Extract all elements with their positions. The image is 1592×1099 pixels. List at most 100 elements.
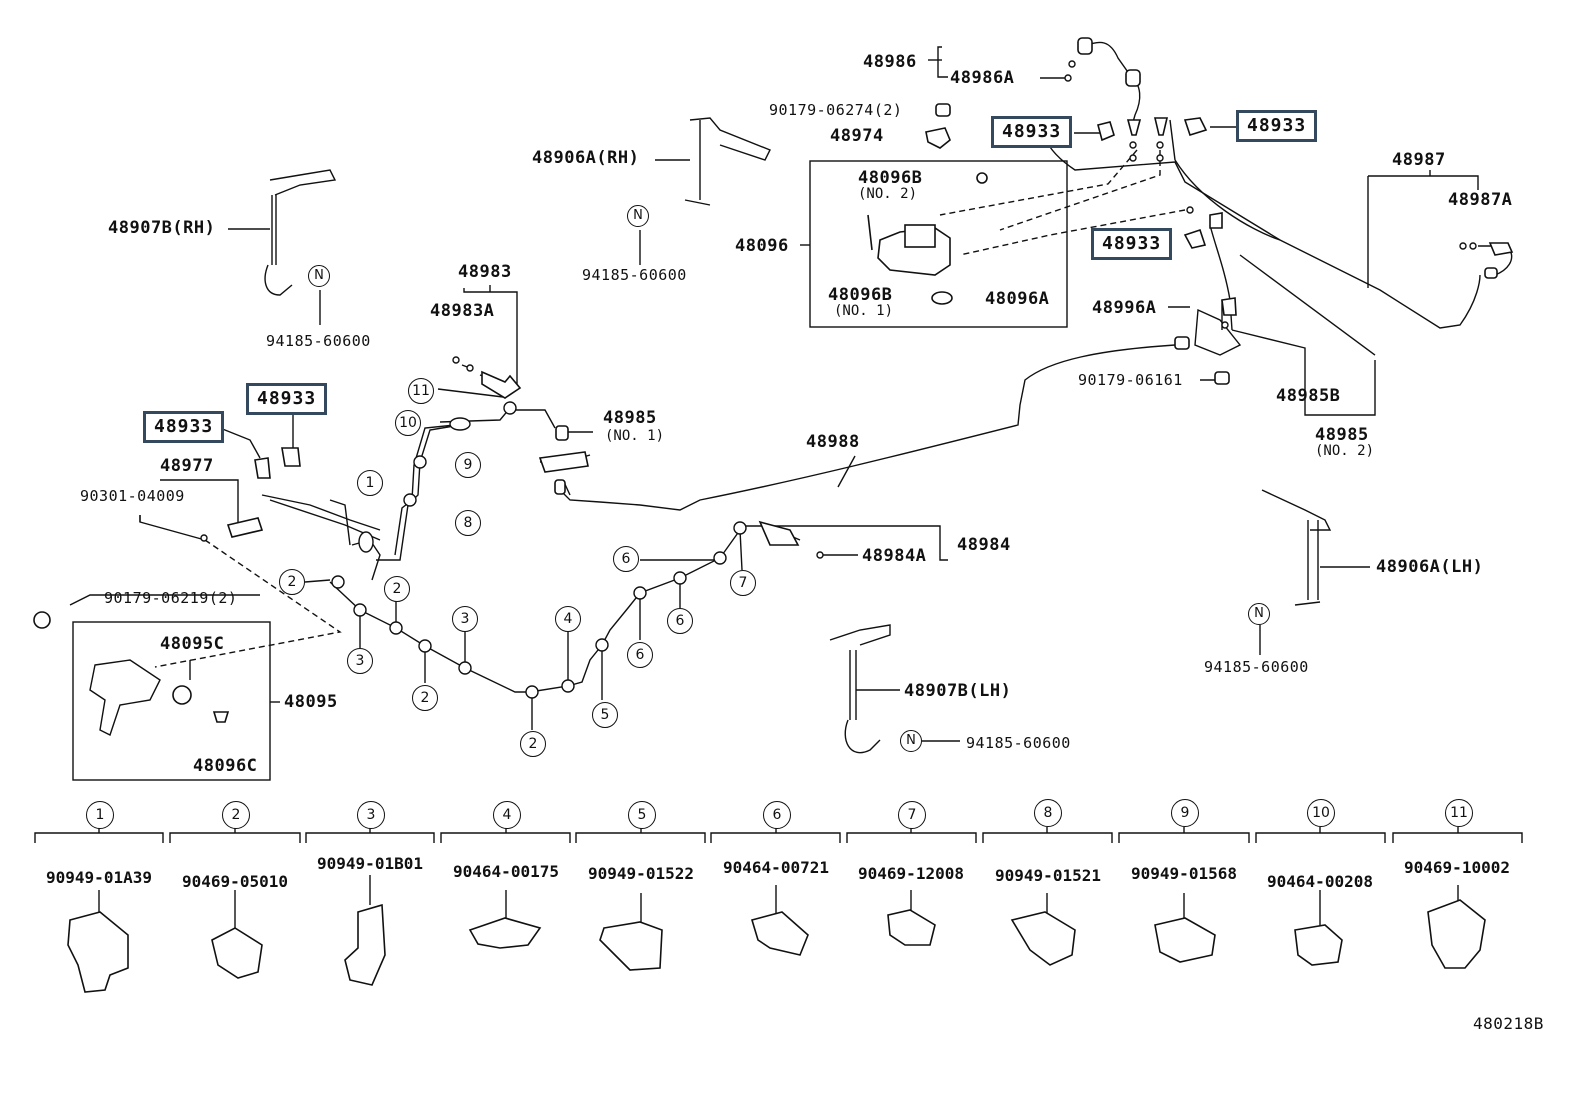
label-48983a: 48983A [430, 301, 495, 321]
label-90301-04009: 90301-04009 [80, 487, 185, 505]
callout-6-a: 6 [613, 546, 639, 572]
label-no2-b: (NO. 2) [1315, 443, 1375, 459]
label-48987: 48987 [1392, 150, 1446, 170]
clip-part-7: 90469-12008 [858, 864, 964, 883]
clip-part-5: 90949-01522 [588, 864, 694, 883]
n-mark-lh-a: N [1248, 603, 1270, 625]
callout-5: 5 [592, 702, 618, 728]
clip-icon-2 [211, 927, 263, 979]
clip-part-1: 90949-01A39 [46, 868, 152, 887]
label-48096b-no1: 48096B [828, 285, 893, 305]
callout-3-b: 3 [452, 606, 478, 632]
callout-2-a: 2 [279, 569, 305, 595]
clip-icon-10 [1294, 924, 1343, 966]
highlight-48933-a[interactable]: 48933 [991, 116, 1073, 148]
clip-key-3: 3 [357, 801, 385, 829]
clip-part-8: 90949-01521 [995, 866, 1101, 885]
callout-9: 9 [455, 452, 481, 478]
diagram-code: 480218B [1473, 1014, 1544, 1033]
clip-key-6: 6 [763, 801, 791, 829]
n-mark-lh-b: N [900, 730, 922, 752]
clip-key-5: 5 [628, 801, 656, 829]
callout-7: 7 [730, 570, 756, 596]
label-48095: 48095 [284, 692, 338, 712]
clip-key-4: 4 [493, 801, 521, 829]
callout-8: 8 [455, 510, 481, 536]
clip-part-2: 90469-05010 [182, 872, 288, 891]
label-94185-lh-b: 94185-60600 [966, 734, 1071, 752]
callout-4: 4 [555, 606, 581, 632]
clip-key-8: 8 [1034, 799, 1062, 827]
label-48096a: 48096A [985, 289, 1050, 309]
clip-icon-8 [1010, 911, 1076, 966]
clip-icon-7 [887, 909, 936, 946]
clip-part-3: 90949-01B01 [317, 854, 423, 873]
label-no1-a: (NO. 1) [834, 303, 894, 319]
clip-key-2: 2 [222, 801, 250, 829]
label-48984: 48984 [957, 535, 1011, 555]
label-48987a: 48987A [1448, 190, 1513, 210]
callout-10: 10 [395, 410, 421, 436]
n-mark-rh-b: N [627, 205, 649, 227]
clip-icon-5 [599, 921, 663, 971]
label-48986a: 48986A [950, 68, 1015, 88]
highlight-48933-b[interactable]: 48933 [1236, 110, 1318, 142]
clip-key-11: 11 [1445, 799, 1473, 827]
label-48984a: 48984A [862, 546, 927, 566]
label-90179-06161: 90179-06161 [1078, 371, 1183, 389]
clip-icon-4 [468, 917, 542, 949]
label-48988: 48988 [806, 432, 860, 452]
label-48906a-rh: 48906A(RH) [532, 148, 640, 168]
clip-icon-9 [1154, 917, 1216, 963]
clip-icon-6 [750, 911, 809, 956]
clip-key-9: 9 [1171, 799, 1199, 827]
label-48096b-no2: 48096B [858, 168, 923, 188]
highlight-48933-e[interactable]: 48933 [143, 411, 225, 443]
label-48985-no2: 48985 [1315, 425, 1369, 445]
label-48977: 48977 [160, 456, 214, 476]
label-94185-rh-a: 94185-60600 [582, 266, 687, 284]
callout-2-d: 2 [520, 731, 546, 757]
callout-11: 11 [408, 378, 434, 404]
n-mark-rh-a: N [308, 265, 330, 287]
label-90179-06219: 90179-06219(2) [104, 589, 238, 607]
highlight-48933-d[interactable]: 48933 [246, 383, 328, 415]
clip-key-7: 7 [898, 801, 926, 829]
clip-part-6: 90464-00721 [723, 858, 829, 877]
callout-2-c: 2 [412, 685, 438, 711]
label-48096: 48096 [735, 236, 789, 256]
label-no2-a: (NO. 2) [858, 186, 918, 202]
highlight-48933-c[interactable]: 48933 [1091, 228, 1173, 260]
clip-icon-3 [344, 903, 386, 986]
label-48974: 48974 [830, 126, 884, 146]
clip-icon-1 [67, 911, 129, 993]
callout-3-a: 3 [347, 648, 373, 674]
label-no1-b: (NO. 1) [605, 428, 665, 444]
label-48095c: 48095C [160, 634, 225, 654]
label-48983: 48983 [458, 262, 512, 282]
clip-key-1: 1 [86, 801, 114, 829]
label-48986: 48986 [863, 52, 917, 72]
callout-1: 1 [357, 470, 383, 496]
clip-part-4: 90464-00175 [453, 862, 559, 881]
clip-part-9: 90949-01568 [1131, 864, 1237, 883]
label-94185-lh-a: 94185-60600 [1204, 658, 1309, 676]
callout-6-c: 6 [667, 608, 693, 634]
label-94185-rh-b: 94185-60600 [266, 332, 371, 350]
label-48996a: 48996A [1092, 298, 1157, 318]
label-48096c: 48096C [193, 756, 258, 776]
clip-key-10: 10 [1307, 799, 1335, 827]
label-48985-no1: 48985 [603, 408, 657, 428]
label-90179-06274: 90179-06274(2) [769, 101, 903, 119]
label-48985b: 48985B [1276, 386, 1341, 406]
label-48907b-lh: 48907B(LH) [904, 681, 1012, 701]
label-48906a-lh: 48906A(LH) [1376, 557, 1484, 577]
label-48907b-rh: 48907B(RH) [108, 218, 216, 238]
clip-part-10: 90464-00208 [1267, 872, 1373, 891]
clip-icon-11 [1427, 899, 1486, 969]
callout-2-b: 2 [384, 576, 410, 602]
callout-6-b: 6 [627, 642, 653, 668]
clip-part-11: 90469-10002 [1404, 858, 1510, 877]
